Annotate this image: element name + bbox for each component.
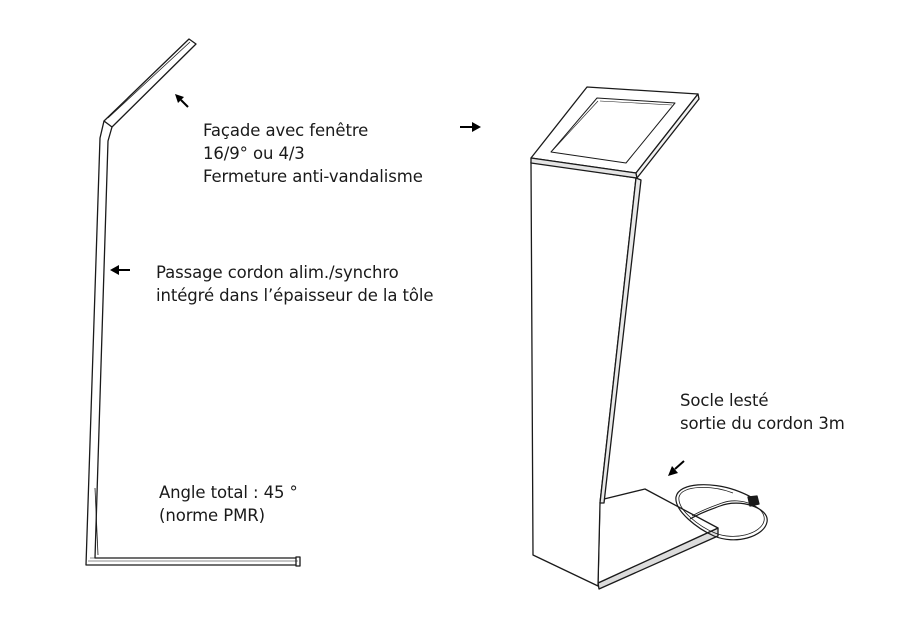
- kiosk-base-plate: [597, 488, 719, 584]
- arrow-socle-icon: [668, 460, 685, 476]
- facade-label-line-2: 16/9° ou 4/3: [203, 144, 305, 163]
- passage-label-line-1: Passage cordon alim./synchro: [156, 263, 399, 282]
- arrow-right-icon: [460, 122, 481, 132]
- kiosk-power-cord: [675, 484, 768, 541]
- kiosk-head-side-edge: [635, 93, 700, 179]
- passage-label: Passage cordon alim./synchro intégré dan…: [156, 261, 434, 307]
- angle-label-line-2: (norme PMR): [159, 506, 265, 525]
- passage-label-line-2: intégré dans l’épaisseur de la tôle: [156, 286, 434, 305]
- angle-label: Angle total : 45 ° (norme PMR): [159, 481, 298, 527]
- socle-label: Socle lesté sortie du cordon 3m: [680, 389, 845, 435]
- kiosk-column-side: [599, 177, 642, 504]
- kiosk-cord-plug: [747, 495, 760, 507]
- profile-facade-panel: [103, 38, 197, 128]
- arrow-passage-icon: [110, 265, 130, 275]
- kiosk-3d-view: [530, 86, 768, 590]
- kiosk-power-cord-inner: [678, 487, 765, 537]
- facade-label-line-1: Façade avec fenêtre: [203, 121, 369, 140]
- arrow-facade-icon: [175, 94, 189, 108]
- kiosk-screen-window: [550, 97, 676, 164]
- socle-label-line-1: Socle lesté: [680, 391, 769, 410]
- facade-label: Façade avec fenêtre 16/9° ou 4/3 Fermetu…: [203, 119, 423, 188]
- arrows: [110, 94, 685, 476]
- facade-label-line-3: Fermeture anti-vandalisme: [203, 167, 423, 186]
- profile-base-end: [295, 556, 301, 567]
- socle-label-line-2: sortie du cordon 3m: [680, 414, 845, 433]
- profile-outer-sheet: [85, 120, 300, 566]
- angle-label-line-1: Angle total : 45 °: [159, 483, 298, 502]
- side-profile-view: [85, 38, 301, 567]
